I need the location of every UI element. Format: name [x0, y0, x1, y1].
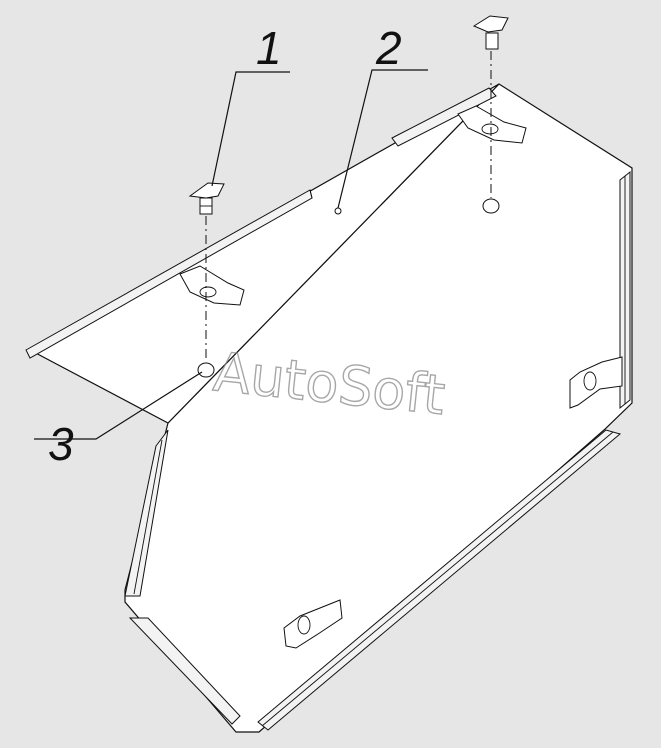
leader-2 — [337, 69, 428, 209]
cover-top-lip-rear — [391, 87, 497, 147]
bottom-rolled-edge-left — [128, 617, 241, 725]
bottom-rolled-edge-right — [257, 429, 622, 731]
callout-1: 1 — [256, 22, 282, 74]
wing-bolt-left — [188, 182, 225, 215]
callout-3: 3 — [48, 418, 74, 470]
bracket-bottom — [283, 599, 343, 649]
callout-2: 2 — [375, 22, 402, 74]
left-rolled-edge — [124, 429, 169, 597]
bracket-right-side — [569, 356, 623, 409]
wing-bolt-right — [472, 15, 509, 50]
bracket-top-left — [179, 265, 245, 306]
nut-left — [197, 362, 215, 378]
bracket-top-right — [457, 105, 527, 144]
leader-1 — [211, 71, 290, 187]
screw-hole — [334, 207, 342, 215]
leader-3 — [34, 371, 203, 440]
nut-right — [482, 198, 500, 214]
